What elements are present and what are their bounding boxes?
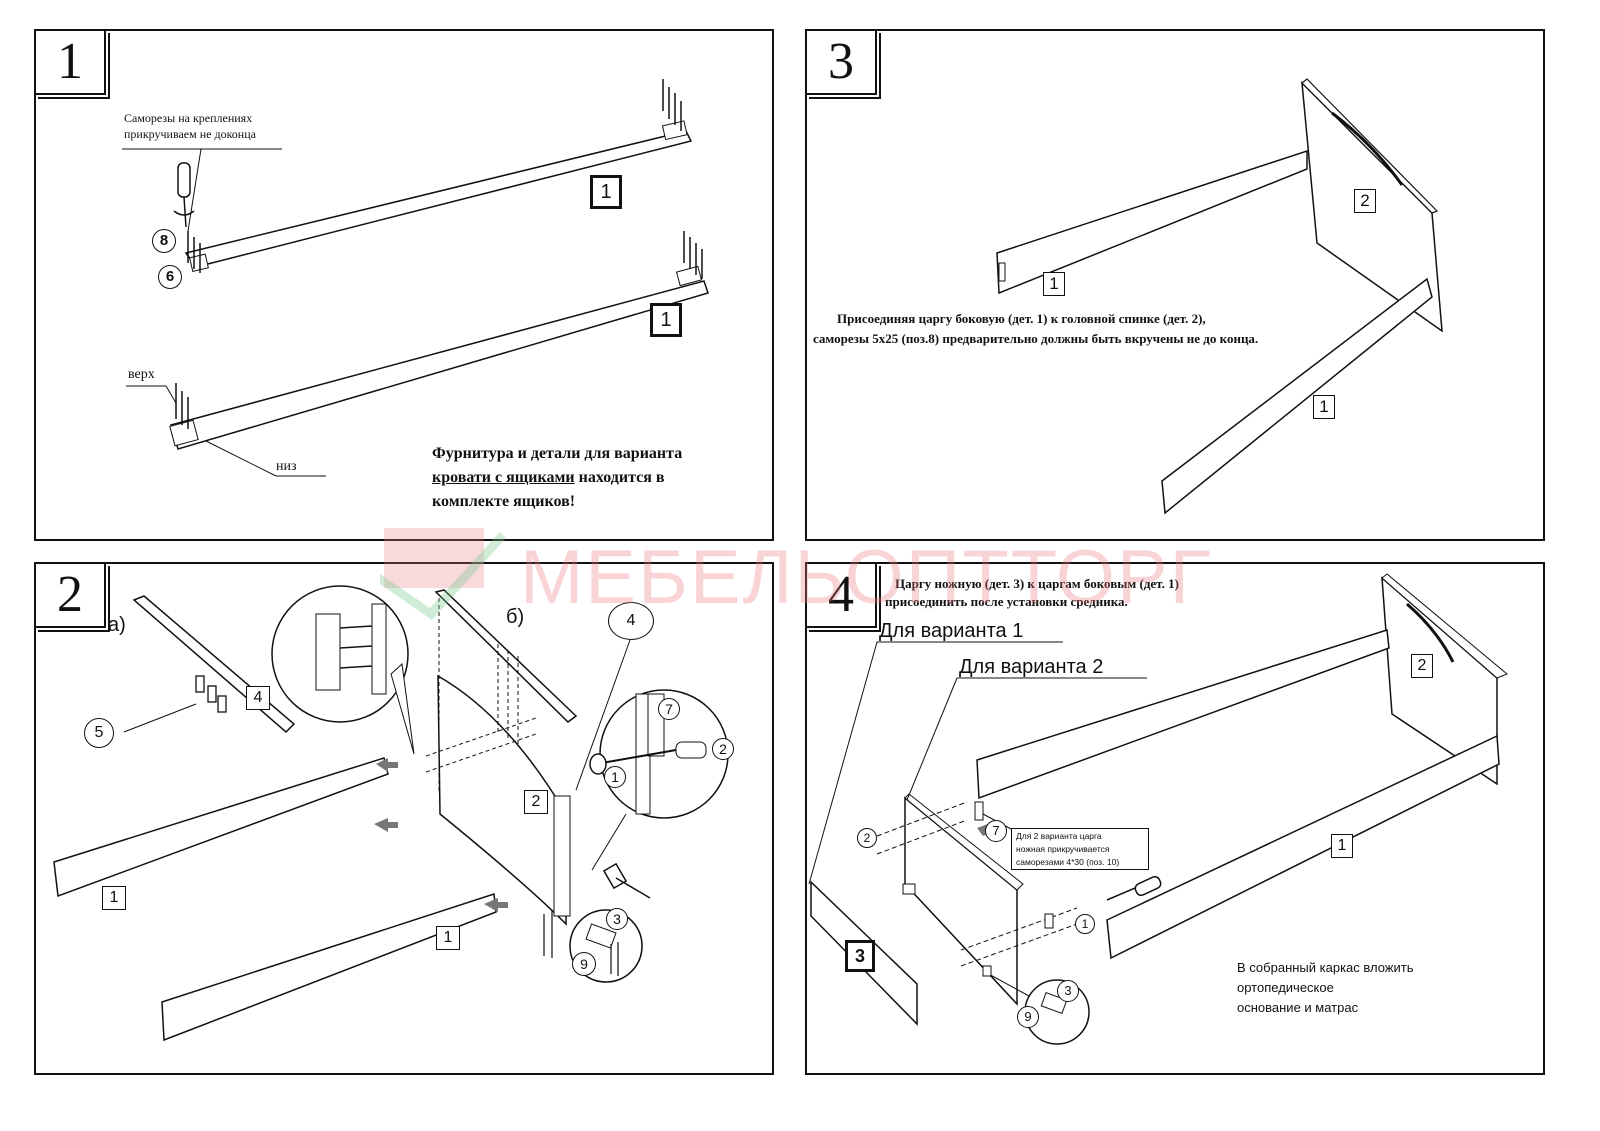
info-text-line3: комплекте ящиков! xyxy=(432,493,576,510)
side-rail-back xyxy=(996,149,1308,295)
screws-bottom-right xyxy=(683,231,703,279)
part-3-label: 3 xyxy=(845,940,875,972)
part-2-label: 2 xyxy=(1411,654,1433,678)
step-2-drawing xyxy=(53,585,729,1042)
instruction-line1: Царгу ножную (дет. 3) к царгам боковым (… xyxy=(895,576,1179,591)
label-top-text: верх xyxy=(128,367,155,382)
sub-step-a: а) xyxy=(108,614,126,636)
position-1-marker: 1 xyxy=(1075,914,1095,934)
variant-1-label: Для варианта 1 xyxy=(879,620,1024,642)
position-8-marker: 8 xyxy=(152,229,176,253)
info-text-line2: кровати с ящиками находится в xyxy=(432,469,665,486)
part-1-label-back: 1 xyxy=(1043,272,1065,296)
instruction-line2: саморезы 5х25 (поз.8) предварительно дол… xyxy=(813,331,1259,346)
side-rail-front xyxy=(1106,734,1500,960)
step-4-drawing xyxy=(808,573,1508,1045)
part-1-label-front: 1 xyxy=(1313,395,1335,419)
position-2-marker: 2 xyxy=(857,828,877,848)
position-7-marker: 7 xyxy=(658,698,680,720)
step-1-drawing xyxy=(122,79,709,477)
position-9-marker: 9 xyxy=(572,952,596,976)
position-2-marker: 2 xyxy=(712,738,734,760)
screws-top-right xyxy=(662,79,682,131)
note-line1: Для 2 варианта царга xyxy=(1016,831,1102,841)
beam-brackets xyxy=(195,675,227,713)
side-rail-upper xyxy=(53,757,389,898)
final-text-line2: ортопедическое xyxy=(1237,980,1334,995)
position-9-marker: 9 xyxy=(1017,1006,1039,1028)
screwdriver-icon xyxy=(1106,875,1162,901)
hammer-icon xyxy=(602,862,651,899)
label-bottom-text: низ xyxy=(276,459,297,474)
note-text-line2: прикручиваем не доконца xyxy=(124,127,256,141)
final-text-line3: основание и матрас xyxy=(1237,1000,1359,1015)
assembly-arrows xyxy=(374,758,508,912)
step-2-panel: 2 xyxy=(34,562,774,1075)
info-text-line1: Фурнитура и детали для варианта xyxy=(432,445,683,462)
final-text-line1: В собранный каркас вложить xyxy=(1237,960,1414,975)
side-rail-front xyxy=(1161,277,1433,515)
part-1-label-upper: 1 xyxy=(102,886,126,910)
instruction-line2: присоединить после установки средника. xyxy=(885,594,1128,609)
step-3-panel: 3 2 1 1 Присоединяя царгу боковую (дет. … xyxy=(805,29,1545,541)
middle-beam xyxy=(132,595,296,734)
note-text-line1: Саморезы на креплениях xyxy=(124,111,253,125)
position-7-marker: 7 xyxy=(985,820,1007,842)
position-1-marker: 1 xyxy=(604,766,626,788)
step-number: 1 xyxy=(36,31,110,99)
headboard xyxy=(434,589,578,723)
variant-2-note: Для 2 варианта царга ножная прикручивает… xyxy=(1011,828,1149,870)
variant-2-label: Для варианта 2 xyxy=(959,656,1104,678)
step-3-drawing xyxy=(996,78,1443,515)
position-5-marker: 5 xyxy=(84,718,114,748)
side-rail-bottom xyxy=(170,280,709,450)
detail-4-dowel: 4 xyxy=(608,602,654,640)
side-rail-lower xyxy=(161,893,497,1042)
screwdriver-icon xyxy=(173,162,195,228)
part-1-label-lower: 1 xyxy=(436,926,460,950)
step-number: 2 xyxy=(36,564,110,632)
part-1-label-bottom: 1 xyxy=(650,303,682,337)
position-6-marker: 6 xyxy=(158,265,182,289)
step-1-panel: 1 xyxy=(34,29,774,541)
part-2-label: 2 xyxy=(1354,189,1376,213)
screws-top-left xyxy=(187,231,201,273)
note-line3: саморезами 4*30 (поз. 10) xyxy=(1016,857,1120,867)
position-3-marker: 3 xyxy=(1057,980,1079,1002)
part-4-label: 4 xyxy=(246,686,270,710)
side-rail-back xyxy=(976,629,1390,800)
part-2-label: 2 xyxy=(524,790,548,814)
note-line2: ножная прикручивается xyxy=(1016,844,1110,854)
step-4-panel: 4 xyxy=(805,562,1545,1075)
part-1-label-top: 1 xyxy=(590,175,622,209)
instruction-line1: Присоединяя царгу боковую (дет. 1) к гол… xyxy=(837,311,1206,326)
screws-bottom-left xyxy=(175,383,189,429)
position-3-marker: 3 xyxy=(606,908,628,930)
part-1-label: 1 xyxy=(1331,834,1353,858)
sub-step-b: б) xyxy=(506,606,525,628)
